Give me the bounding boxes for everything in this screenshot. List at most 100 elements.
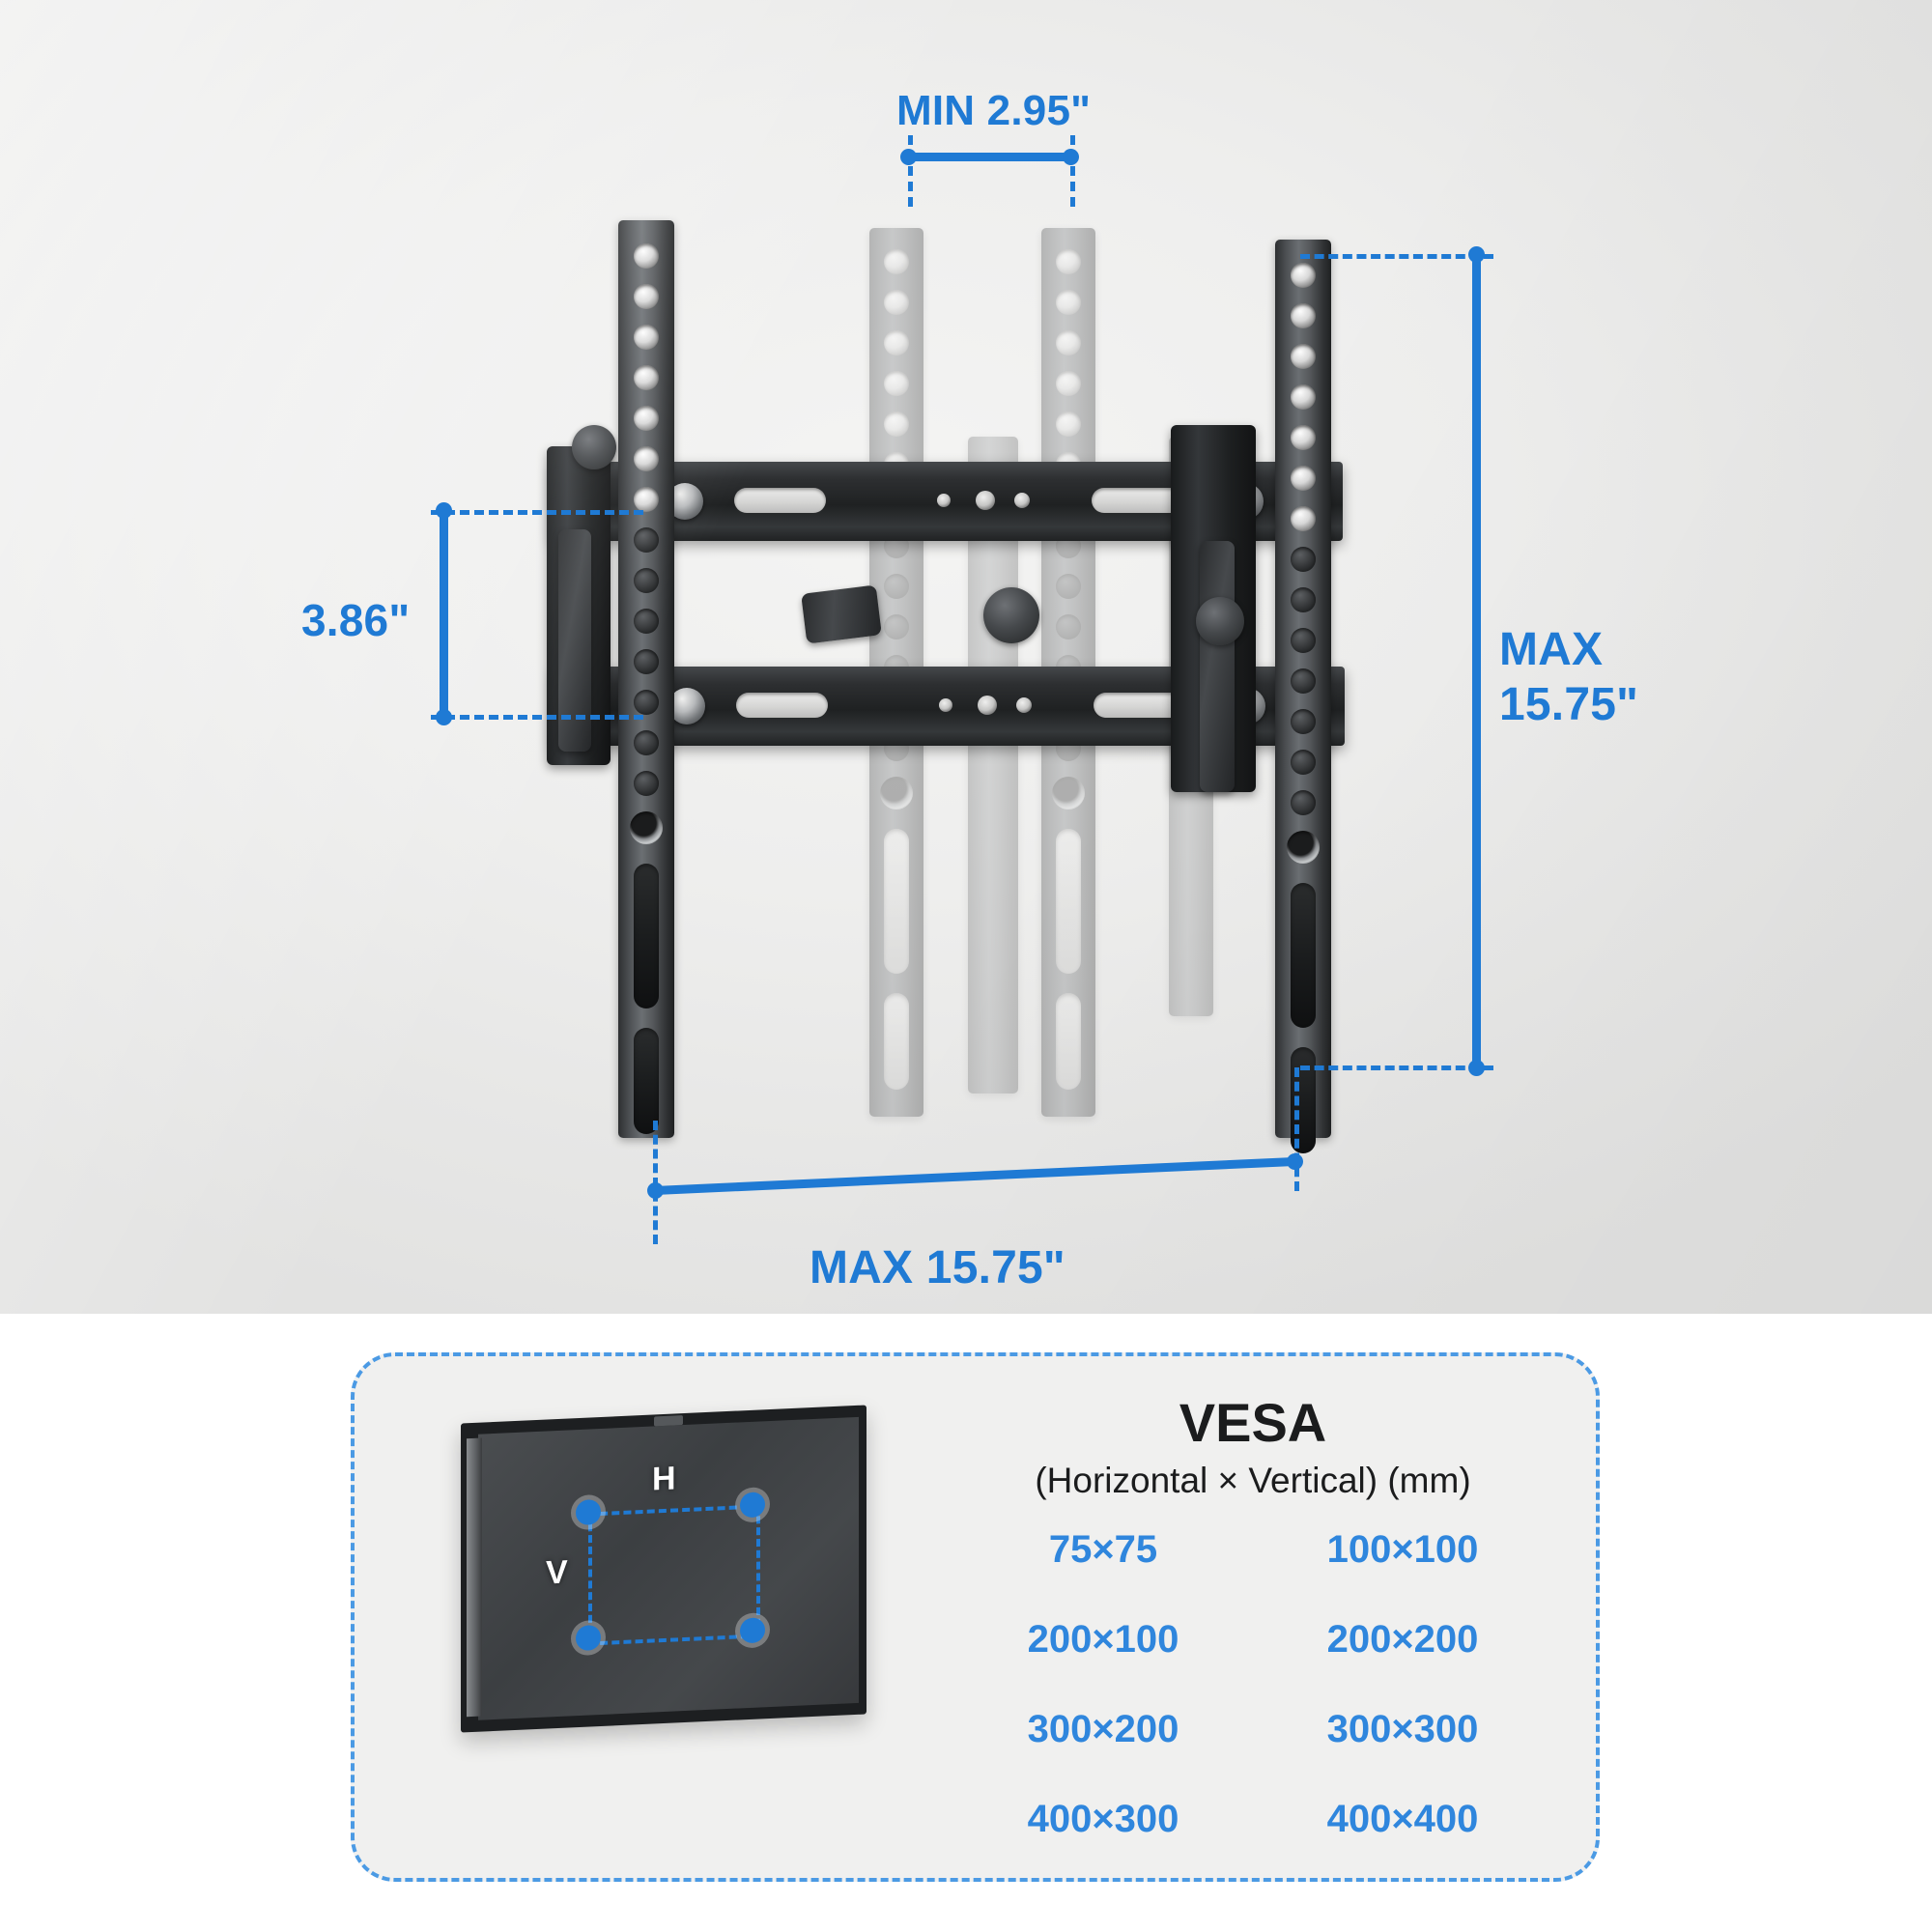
arm-hole	[633, 690, 659, 715]
vesa-size-list: 75×75 100×100 200×100 200×200 300×200 30…	[953, 1528, 1552, 1841]
rail-hole	[976, 491, 995, 510]
arm-hole	[1290, 263, 1316, 288]
arm-hole	[1290, 587, 1316, 612]
dimension-label-rail-spacing: 3.86"	[301, 595, 411, 645]
dim-endpoint-dot	[1063, 149, 1079, 165]
vesa-size-item: 400×400	[1326, 1798, 1479, 1840]
tv-side-edge	[467, 1437, 482, 1718]
arm-slot	[883, 829, 909, 974]
center-pivot-knob	[983, 587, 1039, 643]
left-pivot-knob	[572, 425, 616, 469]
arm-ring-hole	[1287, 831, 1320, 864]
dimension-label-max-height: MAX 15.75"	[1499, 624, 1639, 730]
arm-slot	[633, 864, 659, 1009]
rail-hole	[1016, 697, 1032, 713]
arm-hole	[1055, 614, 1081, 639]
dimension-label-max-width: MAX 15.75"	[810, 1242, 1065, 1293]
wall-highlight	[0, 0, 1932, 1314]
arm-hole	[633, 243, 659, 269]
arm-ring-hole	[630, 811, 663, 844]
arm-slot	[1055, 993, 1081, 1090]
vesa-size-item: 75×75	[1048, 1528, 1158, 1571]
arm-hole	[1055, 290, 1081, 315]
dim-extension-bottom-right	[1294, 1067, 1299, 1191]
vesa-info-panel: H V VESA (Horizontal × Vertical) (mm) 75…	[351, 1352, 1600, 1882]
vesa-subtitle: (Horizontal × Vertical) (mm)	[1035, 1461, 1471, 1500]
dim-line-max-height	[1472, 254, 1481, 1067]
dim-endpoint-dot	[900, 149, 917, 165]
rail-hole	[939, 698, 952, 712]
arm-slot	[883, 993, 909, 1090]
tv-top-nub	[654, 1415, 683, 1427]
dim-extension-top-left	[908, 135, 913, 207]
vesa-hole-pattern	[588, 1504, 760, 1646]
dim-extension-right-top	[1300, 254, 1493, 259]
arm-hole	[633, 649, 659, 674]
arm-hole	[1290, 790, 1316, 815]
arm-hole	[1290, 466, 1316, 491]
dim-endpoint-dot	[1287, 1153, 1303, 1170]
arm-hole	[1055, 249, 1081, 274]
rail-slot	[736, 693, 828, 718]
arm-hole	[1290, 303, 1316, 328]
arm-hole	[1290, 750, 1316, 775]
arm-hole	[1290, 506, 1316, 531]
arm-hole	[1290, 344, 1316, 369]
product-photo-area	[0, 0, 1932, 1314]
vesa-vertical-label: V	[546, 1553, 568, 1592]
arm-hole	[1290, 668, 1316, 694]
rail-hole	[978, 696, 997, 715]
arm-slot	[633, 1028, 659, 1134]
dim-endpoint-dot	[436, 709, 452, 725]
arm-hole	[633, 609, 659, 634]
arm-hole-column	[1287, 240, 1320, 1153]
arm-hole	[883, 574, 909, 599]
vesa-size-item: 300×300	[1326, 1708, 1479, 1750]
arm-hole	[1290, 709, 1316, 734]
arm-slot	[1290, 883, 1316, 1028]
dim-extension-right-bottom	[1300, 1065, 1493, 1070]
arm-hole	[633, 771, 659, 796]
arm-hole	[883, 614, 909, 639]
dim-extension-top-right	[1070, 135, 1075, 207]
arm-hole	[883, 330, 909, 355]
arm-hole	[1055, 412, 1081, 437]
vesa-size-item: 200×200	[1326, 1618, 1479, 1661]
rail-slot	[1092, 488, 1183, 513]
rail-hole	[937, 494, 951, 507]
arm-hole	[883, 249, 909, 274]
vesa-horizontal-label: H	[652, 1460, 676, 1498]
arm-hole	[1290, 425, 1316, 450]
arm-hole	[1290, 628, 1316, 653]
dimension-label-min-spacing: MIN 2.95"	[896, 87, 1092, 134]
vesa-size-item: 300×200	[1027, 1708, 1179, 1750]
arm-slot	[1055, 829, 1081, 974]
vesa-size-item: 400×300	[1027, 1798, 1179, 1840]
arm-ring-hole	[1051, 777, 1085, 810]
rail-hole	[1014, 493, 1030, 508]
arm-hole	[1290, 547, 1316, 572]
arm-hole-column	[630, 220, 663, 1138]
vesa-size-item: 200×100	[1027, 1618, 1179, 1661]
bracket-arm-left	[618, 220, 674, 1138]
dim-endpoint-dot	[1468, 1060, 1485, 1076]
arm-hole	[1055, 330, 1081, 355]
arm-hole	[883, 412, 909, 437]
arm-hole	[883, 290, 909, 315]
arm-hole	[633, 325, 659, 350]
right-pivot-knob	[1196, 597, 1244, 645]
bracket-arm-right	[1275, 240, 1331, 1153]
rail-slot	[734, 488, 826, 513]
dim-line-min-spacing	[908, 153, 1072, 161]
arm-ring-hole	[879, 777, 913, 810]
arm-hole	[1290, 384, 1316, 410]
dim-endpoint-dot	[436, 502, 452, 519]
arm-hole	[633, 406, 659, 431]
arm-hole	[1055, 574, 1081, 599]
arm-hole	[633, 446, 659, 471]
arm-hole	[633, 527, 659, 553]
dim-extension-left-upper	[431, 510, 643, 515]
dim-endpoint-dot	[647, 1182, 664, 1199]
right-tilt-lever	[1200, 541, 1235, 792]
